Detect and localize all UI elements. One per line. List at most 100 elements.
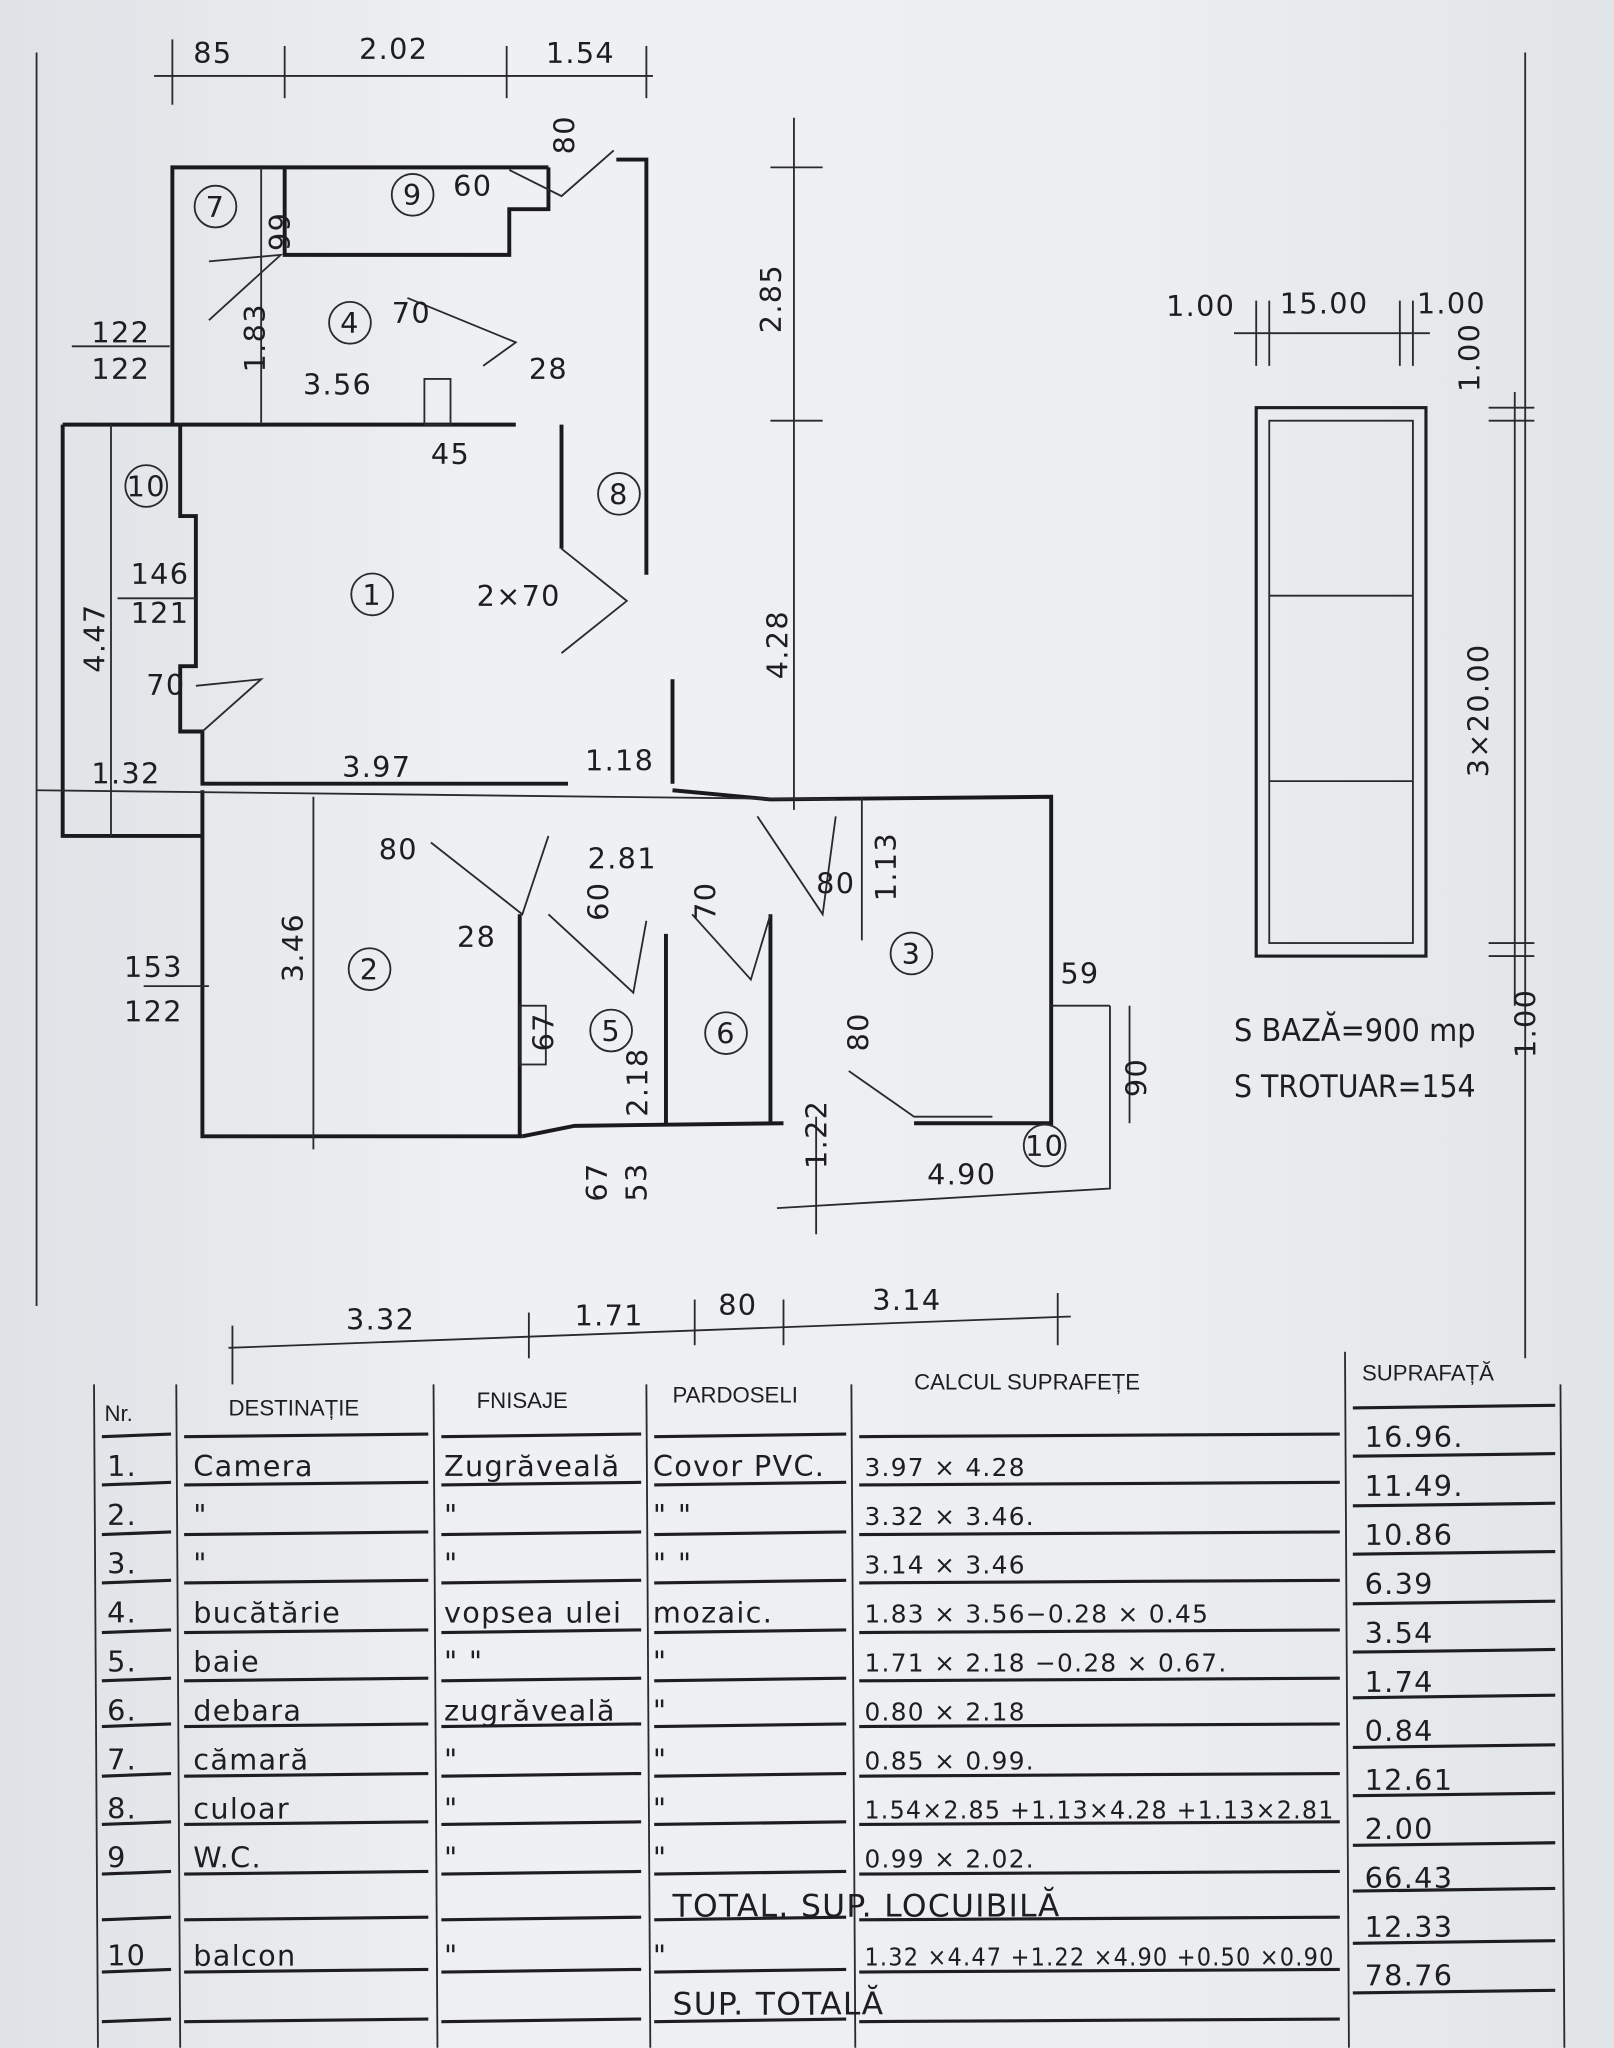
cell-suprafata: 12.33 [1365, 1910, 1454, 1944]
table-row-divider [184, 1915, 429, 1922]
header-pardoseli: PARDOSELI [673, 1383, 798, 1408]
table-row-divider [441, 1915, 642, 1922]
cell-suprafata: 2.00 [1365, 1812, 1434, 1846]
cell-pardoseli: mozaic. [653, 1596, 773, 1630]
table-row-divider [441, 1432, 642, 1439]
cell-pardoseli: " [653, 1841, 668, 1875]
table-row-divider [441, 1967, 642, 1974]
table-row-divider [654, 1869, 847, 1876]
table-row-divider [101, 1578, 172, 1585]
table-row-divider [184, 1722, 429, 1729]
cell-suprafata: 16.96. [1365, 1420, 1464, 1454]
table-column-divider [93, 1384, 99, 2048]
dimension-label: 80 [841, 1012, 875, 1051]
cell-calcul: 0.99 × 2.02. [864, 1845, 1035, 1874]
dimension-label: 1.13 [869, 832, 903, 901]
cell-calcul: 0.80 × 2.18 [864, 1698, 1025, 1727]
cell-destinatie: Camera [193, 1449, 314, 1483]
room-number: 6 [716, 1017, 736, 1051]
cell-suprafata: 66.43 [1365, 1861, 1454, 1895]
dimension-label: 80 [548, 115, 582, 154]
table-row-divider [859, 1869, 1340, 1876]
table-row-divider [1352, 1886, 1556, 1893]
room-number-circle-icon [704, 1011, 748, 1055]
table-row-divider [654, 1480, 847, 1487]
table-row-divider [101, 2017, 172, 2024]
table-row-divider [101, 1869, 172, 1876]
table-row-divider [859, 1915, 1340, 1922]
table-row-divider [1352, 1841, 1556, 1847]
cell-nr: 10 [107, 1939, 146, 1973]
cell-destinatie: culoar [193, 1792, 290, 1826]
table-row-divider [101, 1676, 172, 1683]
cell-calcul: 1.71 × 2.18 −0.28 × 0.67. [864, 1649, 1227, 1678]
room-number-circle-icon [1022, 1123, 1067, 1168]
dimension-label: 146 [131, 557, 190, 591]
table-row-divider [859, 1480, 1340, 1487]
table-row-divider [654, 2017, 847, 2024]
cell-suprafata: 6.39 [1365, 1567, 1434, 1601]
dimension-label: 70 [689, 882, 723, 921]
table-row-divider [184, 1676, 429, 1683]
room-number-circle-icon [597, 472, 641, 516]
room-number: 2 [360, 953, 380, 987]
dimension-label: 3.14 [872, 1283, 941, 1317]
dimension-label: 60 [453, 169, 492, 203]
dimension-lines [36, 39, 1131, 1385]
room-number: 7 [206, 190, 226, 224]
cell-destinatie: W.C. [193, 1841, 262, 1875]
site-dim-3: 1.00 [1417, 287, 1486, 321]
cell-finisaje: " [444, 1547, 459, 1581]
table-row-divider [859, 1771, 1340, 1778]
cell-destinatie: baie [193, 1645, 260, 1679]
table-row-divider [654, 1432, 847, 1439]
dimension-label: 1.54 [546, 36, 615, 70]
table-row-divider [184, 1967, 429, 1974]
dimension-label: 2.81 [588, 842, 657, 876]
room-number-circle-icon [328, 300, 372, 345]
cell-finisaje: zugrăveală [444, 1694, 616, 1728]
dimension-label: 28 [457, 920, 496, 954]
dimension-label: 2.18 [621, 1048, 655, 1117]
table-row-divider [441, 2017, 642, 2024]
table-row-divider [1352, 1501, 1556, 1508]
site-dim-2: 15.00 [1280, 287, 1369, 321]
cell-calcul: 3.14 × 3.46 [864, 1551, 1025, 1580]
table-row: 9 W.C. " " 0.99 × 2.02. 2.00 [107, 1812, 1434, 1875]
cell-finisaje: " " [444, 1645, 483, 1679]
room-number: 1 [362, 578, 382, 612]
table-row-divider [184, 2017, 429, 2024]
dimension-label: 3.56 [303, 368, 372, 402]
cell-pardoseli: " [653, 1645, 668, 1679]
document-frame [35, 52, 1527, 1359]
dimension-label: 1.18 [585, 744, 654, 778]
cell-suprafata: 12.61 [1365, 1763, 1454, 1797]
table-row-divider [101, 1722, 172, 1729]
cell-nr: 9 [107, 1841, 127, 1875]
dimension-label: 2.85 [754, 264, 788, 333]
table-row-divider [1352, 1743, 1556, 1749]
table-row-divider [184, 1432, 429, 1439]
room-number: 10 [1025, 1129, 1064, 1163]
room-number: 3 [902, 937, 922, 971]
table-column-divider [645, 1384, 652, 2048]
cell-pardoseli: " [653, 1939, 668, 1973]
table-column-divider [1344, 1351, 1350, 2048]
cell-nr: 2. [107, 1498, 137, 1532]
table-row: 8.culoar""1.54×2.85 +1.13×4.28 +1.13×2.8… [107, 1763, 1454, 1826]
table-row-divider [101, 1771, 172, 1778]
cell-finisaje: " [444, 1841, 459, 1875]
table-row-divider [441, 1480, 642, 1487]
dimension-label: 122 [91, 315, 150, 349]
dimension-label: 1.32 [91, 757, 160, 791]
cell-calcul: 1.83 × 3.56−0.28 × 0.45 [864, 1600, 1209, 1629]
cell-destinatie: " [193, 1547, 208, 1581]
table-row-divider [654, 1530, 847, 1537]
table-column-divider [175, 1384, 182, 2048]
table-row-divider [184, 1530, 429, 1537]
table-row-divider [184, 1771, 429, 1778]
table-row-divider [101, 1628, 172, 1635]
